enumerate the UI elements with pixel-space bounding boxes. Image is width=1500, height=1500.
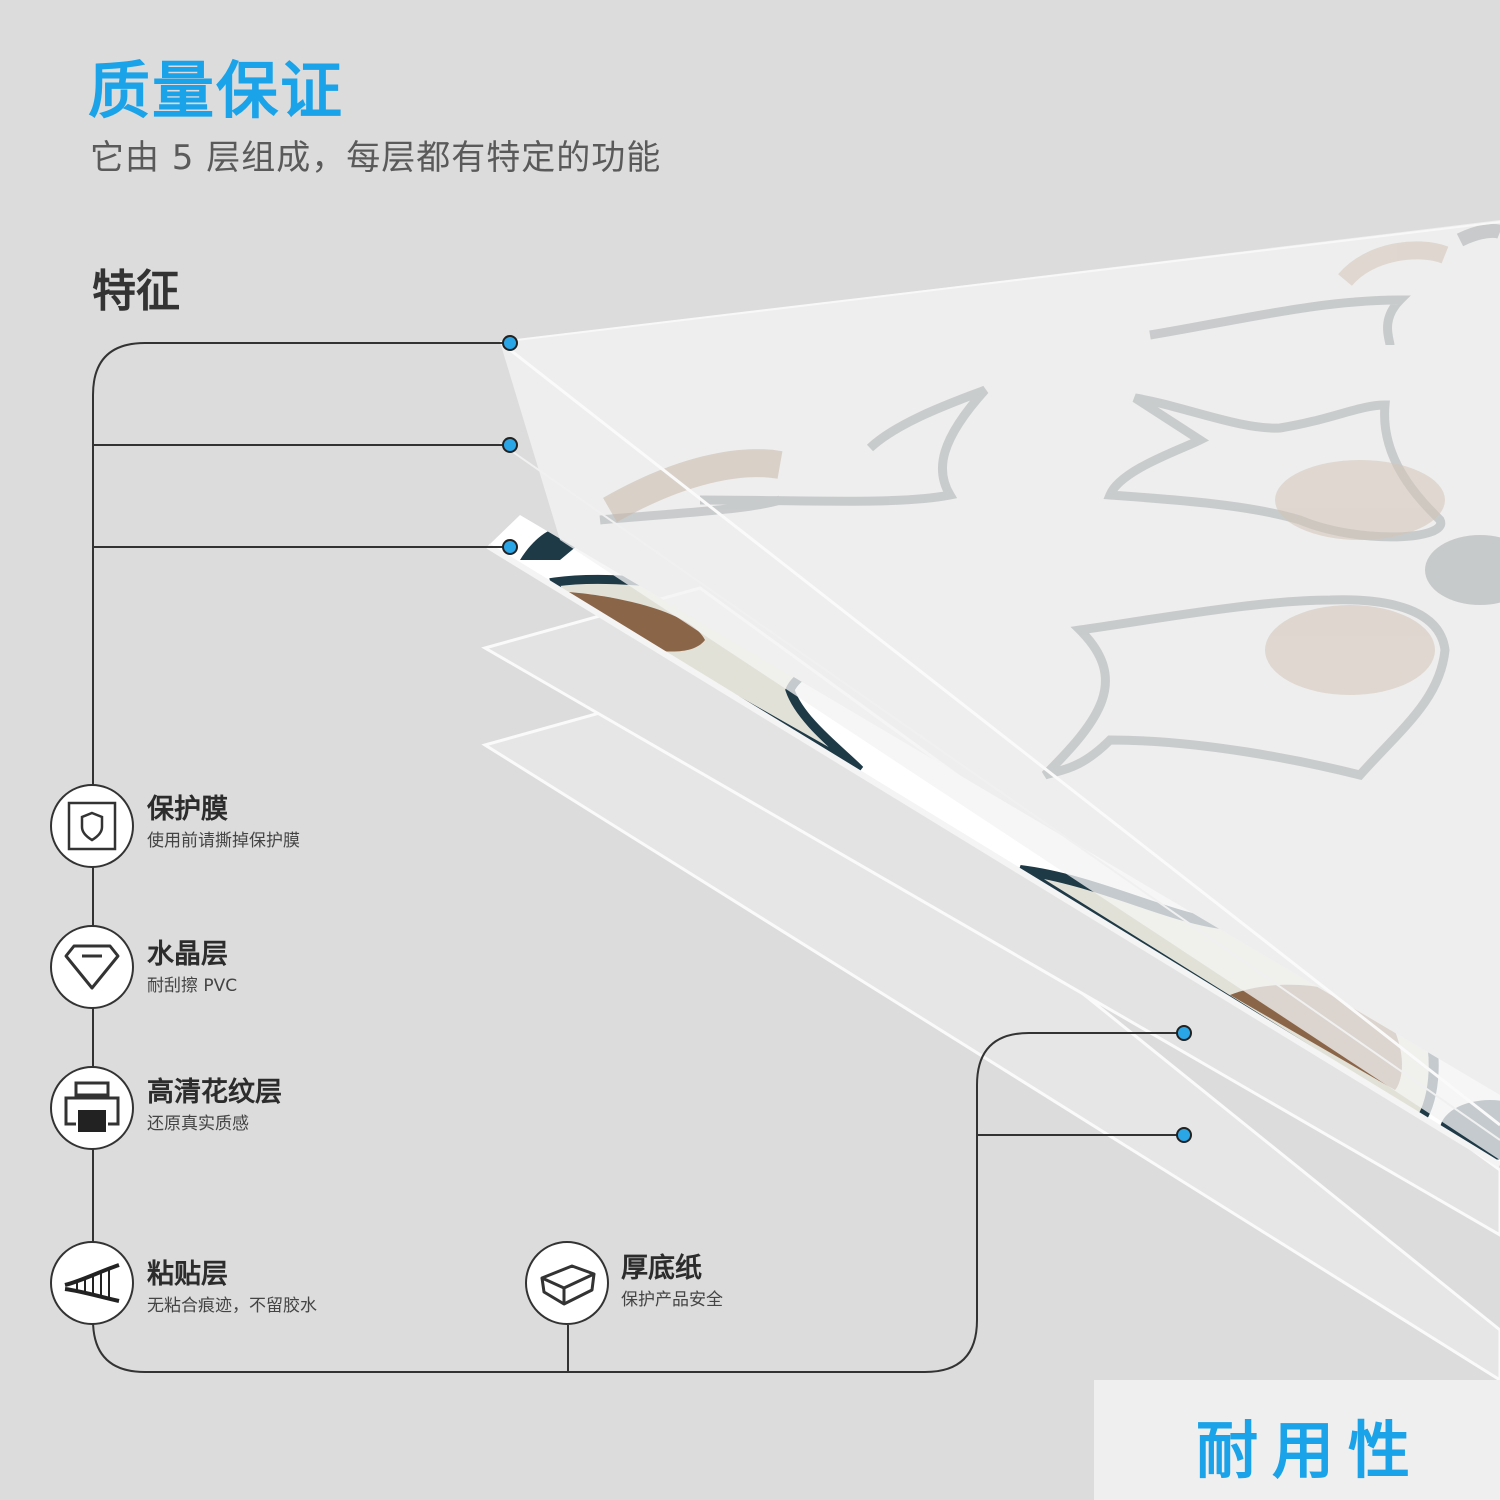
- adhesive-icon: [50, 1241, 134, 1325]
- feature-pattern-layer: 高清花纹层 还原真实质感: [147, 1076, 282, 1136]
- features-heading: 特征: [92, 266, 180, 317]
- feature-name: 厚底纸: [621, 1253, 702, 1284]
- feature-desc: 无粘合痕迹，不留胶水: [147, 1296, 317, 1316]
- feature-protective-film: 保护膜 使用前请撕掉保护膜: [147, 793, 300, 853]
- durability-badge: [1094, 1380, 1500, 1500]
- dot-adhesive-layer: [1176, 1025, 1192, 1041]
- dot-protective-film: [502, 335, 518, 351]
- feature-desc: 使用前请撕掉保护膜: [147, 831, 300, 851]
- dot-pattern-layer: [502, 539, 518, 555]
- shield-icon: [50, 784, 134, 868]
- durability-label: 耐用性: [1196, 1414, 1425, 1487]
- crystal-icon: [50, 925, 134, 1009]
- feature-desc: 耐刮擦 PVC: [147, 976, 238, 996]
- dot-backing-paper: [1176, 1127, 1192, 1143]
- feature-crystal-layer: 水晶层 耐刮擦 PVC: [147, 938, 237, 998]
- connector-lines: [92, 342, 1184, 1373]
- feature-name: 高清花纹层: [147, 1077, 282, 1108]
- feature-name: 保护膜: [147, 794, 228, 825]
- feature-backing-paper: 厚底纸 保护产品安全: [621, 1252, 723, 1312]
- feature-desc: 还原真实质感: [147, 1114, 249, 1134]
- page-subtitle: 它由 5 层组成，每层都有特定的功能: [90, 138, 662, 178]
- crystal-layer: [499, 220, 1500, 1160]
- connector-dots: [502, 335, 1192, 1143]
- dot-crystal-layer: [502, 437, 518, 453]
- feature-adhesive-layer: 粘贴层 无粘合痕迹，不留胶水: [147, 1258, 317, 1318]
- page-title: 质量保证: [88, 54, 345, 127]
- printer-icon: [50, 1066, 134, 1150]
- feature-desc: 保护产品安全: [621, 1290, 723, 1310]
- feature-name: 粘贴层: [147, 1259, 228, 1290]
- backing-paper-icon: [525, 1241, 609, 1325]
- feature-name: 水晶层: [147, 939, 228, 970]
